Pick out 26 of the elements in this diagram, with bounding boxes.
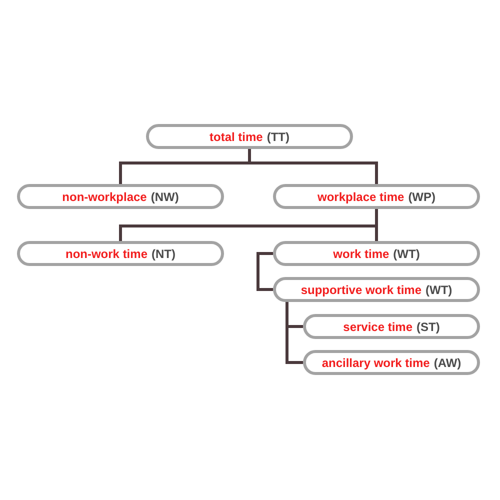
category-label: service time bbox=[343, 320, 413, 332]
abbreviation-label: (NW) bbox=[150, 190, 179, 202]
category-label: ancillary work time bbox=[322, 356, 430, 368]
abbreviation-label: (AW) bbox=[434, 356, 462, 368]
abbreviation-label: (ST) bbox=[416, 320, 440, 332]
category-label: workplace time bbox=[317, 190, 404, 202]
rounded-box bbox=[17, 184, 224, 209]
abbreviation-label: (TT) bbox=[266, 130, 290, 142]
rounded-box bbox=[146, 124, 353, 149]
rounded-box bbox=[303, 314, 480, 339]
category-label: non-workplace bbox=[62, 190, 147, 202]
abbreviation-label: (NT) bbox=[152, 248, 176, 260]
category-label: total time bbox=[210, 130, 263, 142]
connector-line bbox=[256, 252, 273, 291]
category-label: supportive work time bbox=[300, 284, 422, 296]
rounded-box bbox=[273, 184, 480, 209]
category-label: work time bbox=[333, 248, 390, 260]
rounded-box bbox=[273, 241, 480, 266]
abbreviation-label: (WT) bbox=[393, 248, 420, 260]
rounded-box bbox=[303, 350, 480, 375]
abbreviation-label: (WT) bbox=[426, 284, 452, 296]
rounded-box bbox=[273, 277, 480, 302]
rounded-box bbox=[17, 241, 224, 266]
category-label: non-work time bbox=[65, 248, 148, 260]
abbreviation-label: (WP) bbox=[408, 190, 436, 202]
connector-line bbox=[248, 149, 378, 184]
